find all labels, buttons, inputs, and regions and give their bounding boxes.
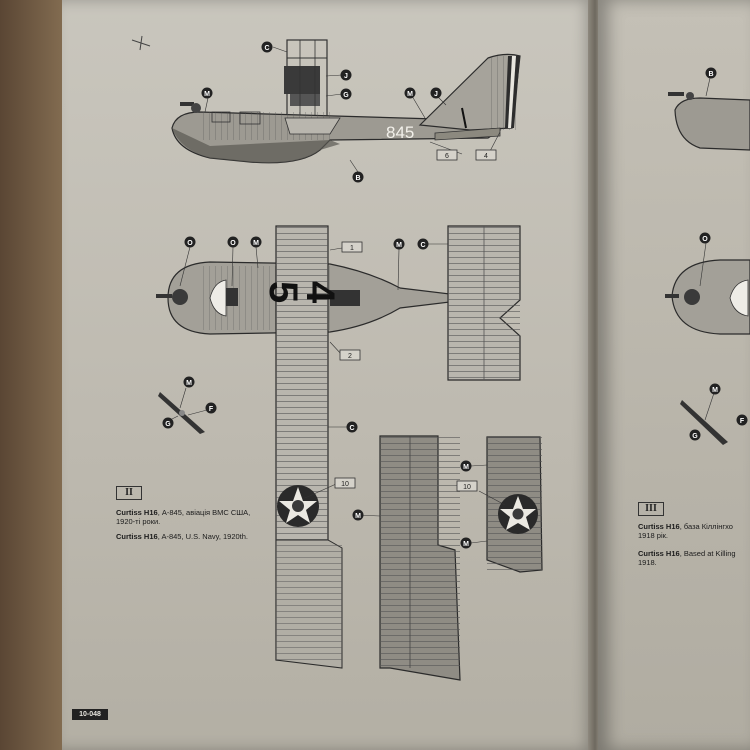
caption-ukr-left-name: Curtiss H16: [116, 508, 158, 517]
caption-en-left-name: Curtiss H16: [116, 532, 158, 541]
callout-M-top-label: M: [253, 240, 259, 247]
side-view: [171, 39, 521, 164]
callout-F-prop: [205, 402, 217, 414]
callout-J-side-fin-label: J: [434, 91, 438, 98]
callout-M-side-gun: [201, 87, 213, 99]
number-box-10-rwing: [456, 480, 478, 492]
roundel-wing: [277, 485, 319, 527]
caption-en-right-name: Curtiss H16: [638, 549, 680, 558]
callout-M-lowerwing: [352, 509, 364, 521]
callout-J-side: [340, 69, 352, 81]
callout-G-side-label: G: [343, 92, 349, 99]
caption-ukr-left-text: , А-845, авіація ВМС США, 1920-ті роки.: [116, 508, 251, 526]
callout-B-rightpage: [705, 67, 717, 79]
number-6-label: 6: [445, 153, 449, 160]
caption-ukr-right-text: , база Кіллінгхо: [679, 522, 733, 531]
caption-en-right-text2: 1918.: [638, 558, 657, 567]
variant-number-box-II: II: [116, 486, 142, 500]
top-view: [156, 225, 521, 669]
caption-ukr-left: Curtiss H16, А-845, авіація ВМС США, 192…: [116, 508, 256, 526]
callout-B-rightpage-label: B: [708, 71, 713, 78]
callout-M-side-gun-label: M: [204, 91, 210, 98]
callout-J-side-fin: [430, 87, 442, 99]
callout-C-side: [261, 41, 273, 53]
number-1-label: 1: [350, 245, 354, 252]
number-box-1: [341, 241, 363, 253]
callout-F-rightpage: [736, 414, 748, 426]
callout-M-prop: [183, 376, 195, 388]
number-10-wing-label: 10: [341, 481, 349, 488]
callout-G-rightpage: [689, 429, 701, 441]
callout-M-rightpage: [709, 383, 721, 395]
callout-M-side-hull-label: M: [407, 91, 413, 98]
callout-M-top: [250, 236, 262, 248]
callout-F-prop-label: F: [209, 406, 214, 413]
wing-marking-4: 4: [298, 281, 342, 304]
callout-O-rightpage-label: O: [702, 236, 708, 243]
propeller-detail: [158, 387, 208, 434]
caption-ukr-right-name: Curtiss H16: [638, 522, 680, 531]
number-10-rwing-label: 10: [463, 484, 471, 491]
caption-en-right: Curtiss H16, Based at Killing 1918.: [638, 549, 750, 567]
number-box-6: [436, 149, 458, 161]
callout-O-top-2: [227, 236, 239, 248]
callout-G-prop: [162, 417, 174, 429]
callout-G-side: [340, 88, 352, 100]
serial-number: 845: [386, 123, 414, 142]
caption-en-left: Curtiss H16, A-845, U.S. Navy, 1920th.: [116, 532, 256, 541]
callout-J-side-label: J: [344, 73, 348, 80]
callout-C-wing: [346, 421, 358, 433]
callout-O-rightpage: [699, 232, 711, 244]
callout-M-rwing-bottom-label: M: [463, 541, 469, 548]
callout-M-lowerwing-label: M: [355, 513, 361, 520]
number-4-label: 4: [484, 153, 488, 160]
lower-wing-left: [354, 435, 461, 681]
callout-G-rightpage-label: G: [692, 433, 698, 440]
lower-wing-right: [470, 436, 543, 573]
callout-M-top-hull-label: M: [396, 242, 402, 249]
caption-en-right-text: , Based at Killing: [679, 549, 736, 558]
callout-C-top-label: C: [420, 242, 425, 249]
callout-M-prop-label: M: [186, 380, 192, 387]
callout-M-side-hull: [404, 87, 416, 99]
callout-M-rwing-top: [460, 460, 472, 472]
callout-C-side-label: C: [264, 45, 269, 52]
caption-ukr-right: Curtiss H16, база Кіллінгхо 1918 рік.: [638, 522, 750, 540]
page-number: 10-048: [72, 709, 108, 720]
callout-M-rightpage-label: M: [712, 387, 718, 394]
caption-ukr-right-text2: 1918 рік.: [638, 531, 668, 540]
right-page-drawings: [665, 77, 750, 445]
number-box-4: [475, 149, 497, 161]
callout-M-rwing-bottom: [460, 537, 472, 549]
callout-O-top-1: [184, 236, 196, 248]
callout-C-wing-label: C: [349, 425, 354, 432]
callout-O-top-1-label: O: [187, 240, 193, 247]
callout-C-top: [417, 238, 429, 250]
callout-F-rightpage-label: F: [740, 418, 745, 425]
number-box-10-wing: [334, 477, 356, 489]
callout-B-side-label: B: [355, 175, 360, 182]
pencil-mark: [131, 35, 151, 51]
caption-en-left-text: , A-845, U.S. Navy, 1920th.: [157, 532, 249, 541]
callout-B-side: [352, 171, 364, 183]
callout-O-top-2-label: O: [230, 240, 236, 247]
wing-marking-5: 5: [261, 281, 305, 303]
number-box-2: [339, 349, 361, 361]
callout-G-prop-label: G: [165, 421, 171, 428]
callout-M-rwing-top-label: M: [463, 464, 469, 471]
number-2-label: 2: [348, 353, 352, 360]
variant-number-box-III: III: [638, 502, 664, 516]
callout-M-top-hull: [393, 238, 405, 250]
